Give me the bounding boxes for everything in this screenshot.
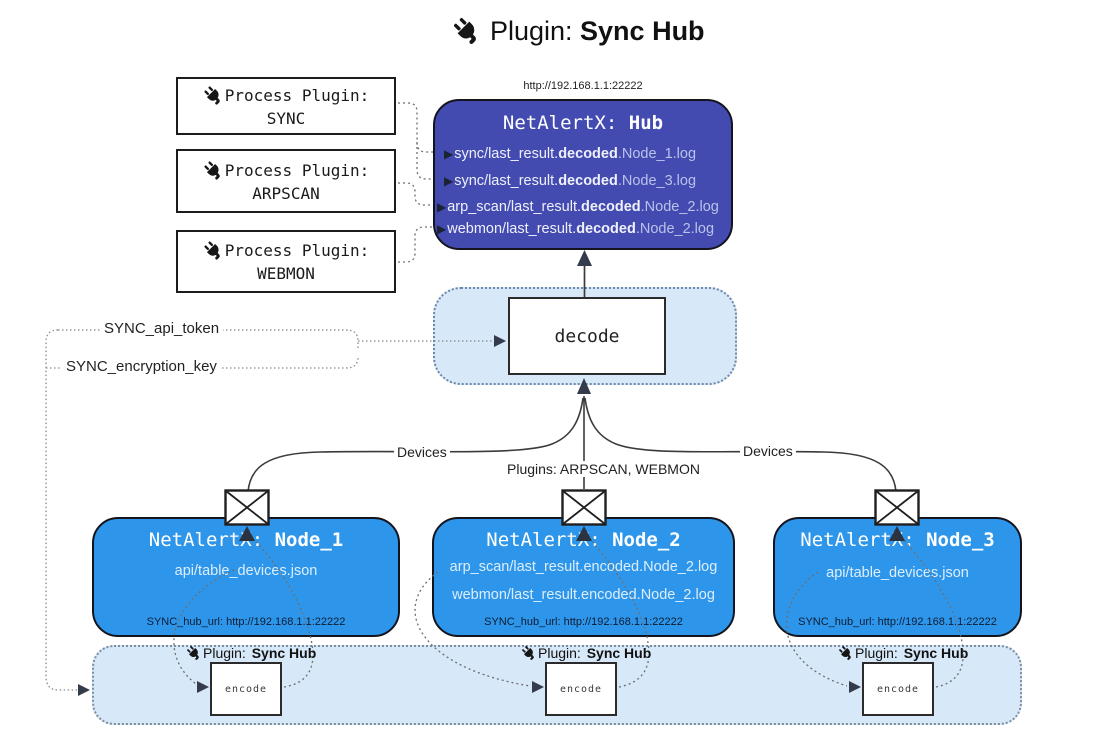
plug-icon xyxy=(838,645,854,661)
encoder-plugin-label: Plugin: Sync Hub xyxy=(186,643,316,663)
plug-icon xyxy=(521,645,537,661)
node3-hub-url: SYNC_hub_url: http://192.168.1.1:22222 xyxy=(798,616,997,628)
node3-box: NetAlertX: Node_3 api/table_devices.json… xyxy=(773,517,1022,637)
node3-title: NetAlertX: Node_3 xyxy=(800,529,995,551)
hub-log-line: ▶arp_scan/last_result.decoded.Node_2.log xyxy=(437,199,719,215)
encoder-plugin-label: Plugin: Sync Hub xyxy=(838,643,968,663)
node2-file: webmon/last_result.encoded.Node_2.log xyxy=(452,587,715,603)
envelope-icon xyxy=(224,489,270,526)
process-plugin-sync-box: Process Plugin: SYNC xyxy=(176,77,396,135)
node1-box: NetAlertX: Node_1 api/table_devices.json… xyxy=(92,517,400,637)
node1-hub-url: SYNC_hub_url: http://192.168.1.1:22222 xyxy=(146,616,346,628)
hub-title-prefix: NetAlertX: xyxy=(502,112,629,134)
hub-url-label: http://192.168.1.1:22222 xyxy=(523,80,643,92)
node2-file: arp_scan/last_result.encoded.Node_2.log xyxy=(449,559,718,575)
process-plugin-label: Process Plugin: xyxy=(224,241,370,260)
arrowhead-icon: ▶ xyxy=(437,200,447,214)
hub-title: NetAlertX: Hub xyxy=(435,112,731,134)
process-plugin-webmon-box: Process Plugin: WEBMON xyxy=(176,230,396,293)
hub-log-line: ▶webmon/last_result.decoded.Node_2.log xyxy=(437,221,715,237)
encode-box: encode xyxy=(545,662,617,716)
plug-icon xyxy=(203,85,224,106)
process-plugin-name: ARPSCAN xyxy=(252,183,320,203)
process-plugin-name: SYNC xyxy=(266,108,306,128)
encode-box: encode xyxy=(210,662,282,716)
page-title-prefix: Plugin: xyxy=(489,16,573,46)
process-plugin-label: Process Plugin: xyxy=(224,160,370,180)
node2-hub-url: SYNC_hub_url: http://192.168.1.1:22222 xyxy=(484,616,683,628)
hub-box: NetAlertX: Hub ▶sync/last_result.decoded… xyxy=(433,99,733,250)
page-title-name: Sync Hub xyxy=(580,16,705,46)
hub-title-name: Hub xyxy=(628,112,664,134)
page-title: Plugin: Sync Hub xyxy=(40,16,1117,47)
hub-log-line: ▶sync/last_result.decoded.Node_3.log xyxy=(444,173,697,189)
plug-icon xyxy=(203,240,224,261)
node3-file: api/table_devices.json xyxy=(826,565,969,581)
encoder-plugin-label: Plugin: Sync Hub xyxy=(521,643,651,663)
process-plugin-label: Process Plugin: xyxy=(224,85,370,105)
hub-log-line: ▶sync/last_result.decoded.Node_1.log xyxy=(444,146,697,162)
sync-api-token-label: SYNC_api_token xyxy=(100,320,224,337)
plug-icon xyxy=(452,16,482,46)
node1-title: NetAlertX: Node_1 xyxy=(148,529,344,551)
plug-icon xyxy=(186,645,202,661)
plugins-edge-label: Plugins: ARPSCAN, WEBMON xyxy=(504,461,703,477)
arrowhead-icon: ▶ xyxy=(437,222,447,236)
encode-box: encode xyxy=(862,662,934,716)
plug-icon xyxy=(203,160,224,181)
decode-box: decode xyxy=(508,297,666,375)
devices-edge-label: Devices xyxy=(394,444,450,460)
devices-edge-label: Devices xyxy=(740,443,796,459)
sync-encryption-key-label: SYNC_encryption_key xyxy=(62,358,221,375)
node2-box: NetAlertX: Node_2 arp_scan/last_result.e… xyxy=(432,517,735,637)
arrowhead-icon: ▶ xyxy=(444,147,454,161)
node2-title: NetAlertX: Node_2 xyxy=(486,529,681,551)
envelope-icon xyxy=(561,489,607,526)
arrowhead-icon: ▶ xyxy=(444,174,454,188)
process-plugin-arpscan-box: Process Plugin: ARPSCAN xyxy=(176,149,396,213)
process-plugin-name: WEBMON xyxy=(257,264,315,283)
node1-file: api/table_devices.json xyxy=(174,563,318,579)
envelope-icon xyxy=(874,489,920,526)
